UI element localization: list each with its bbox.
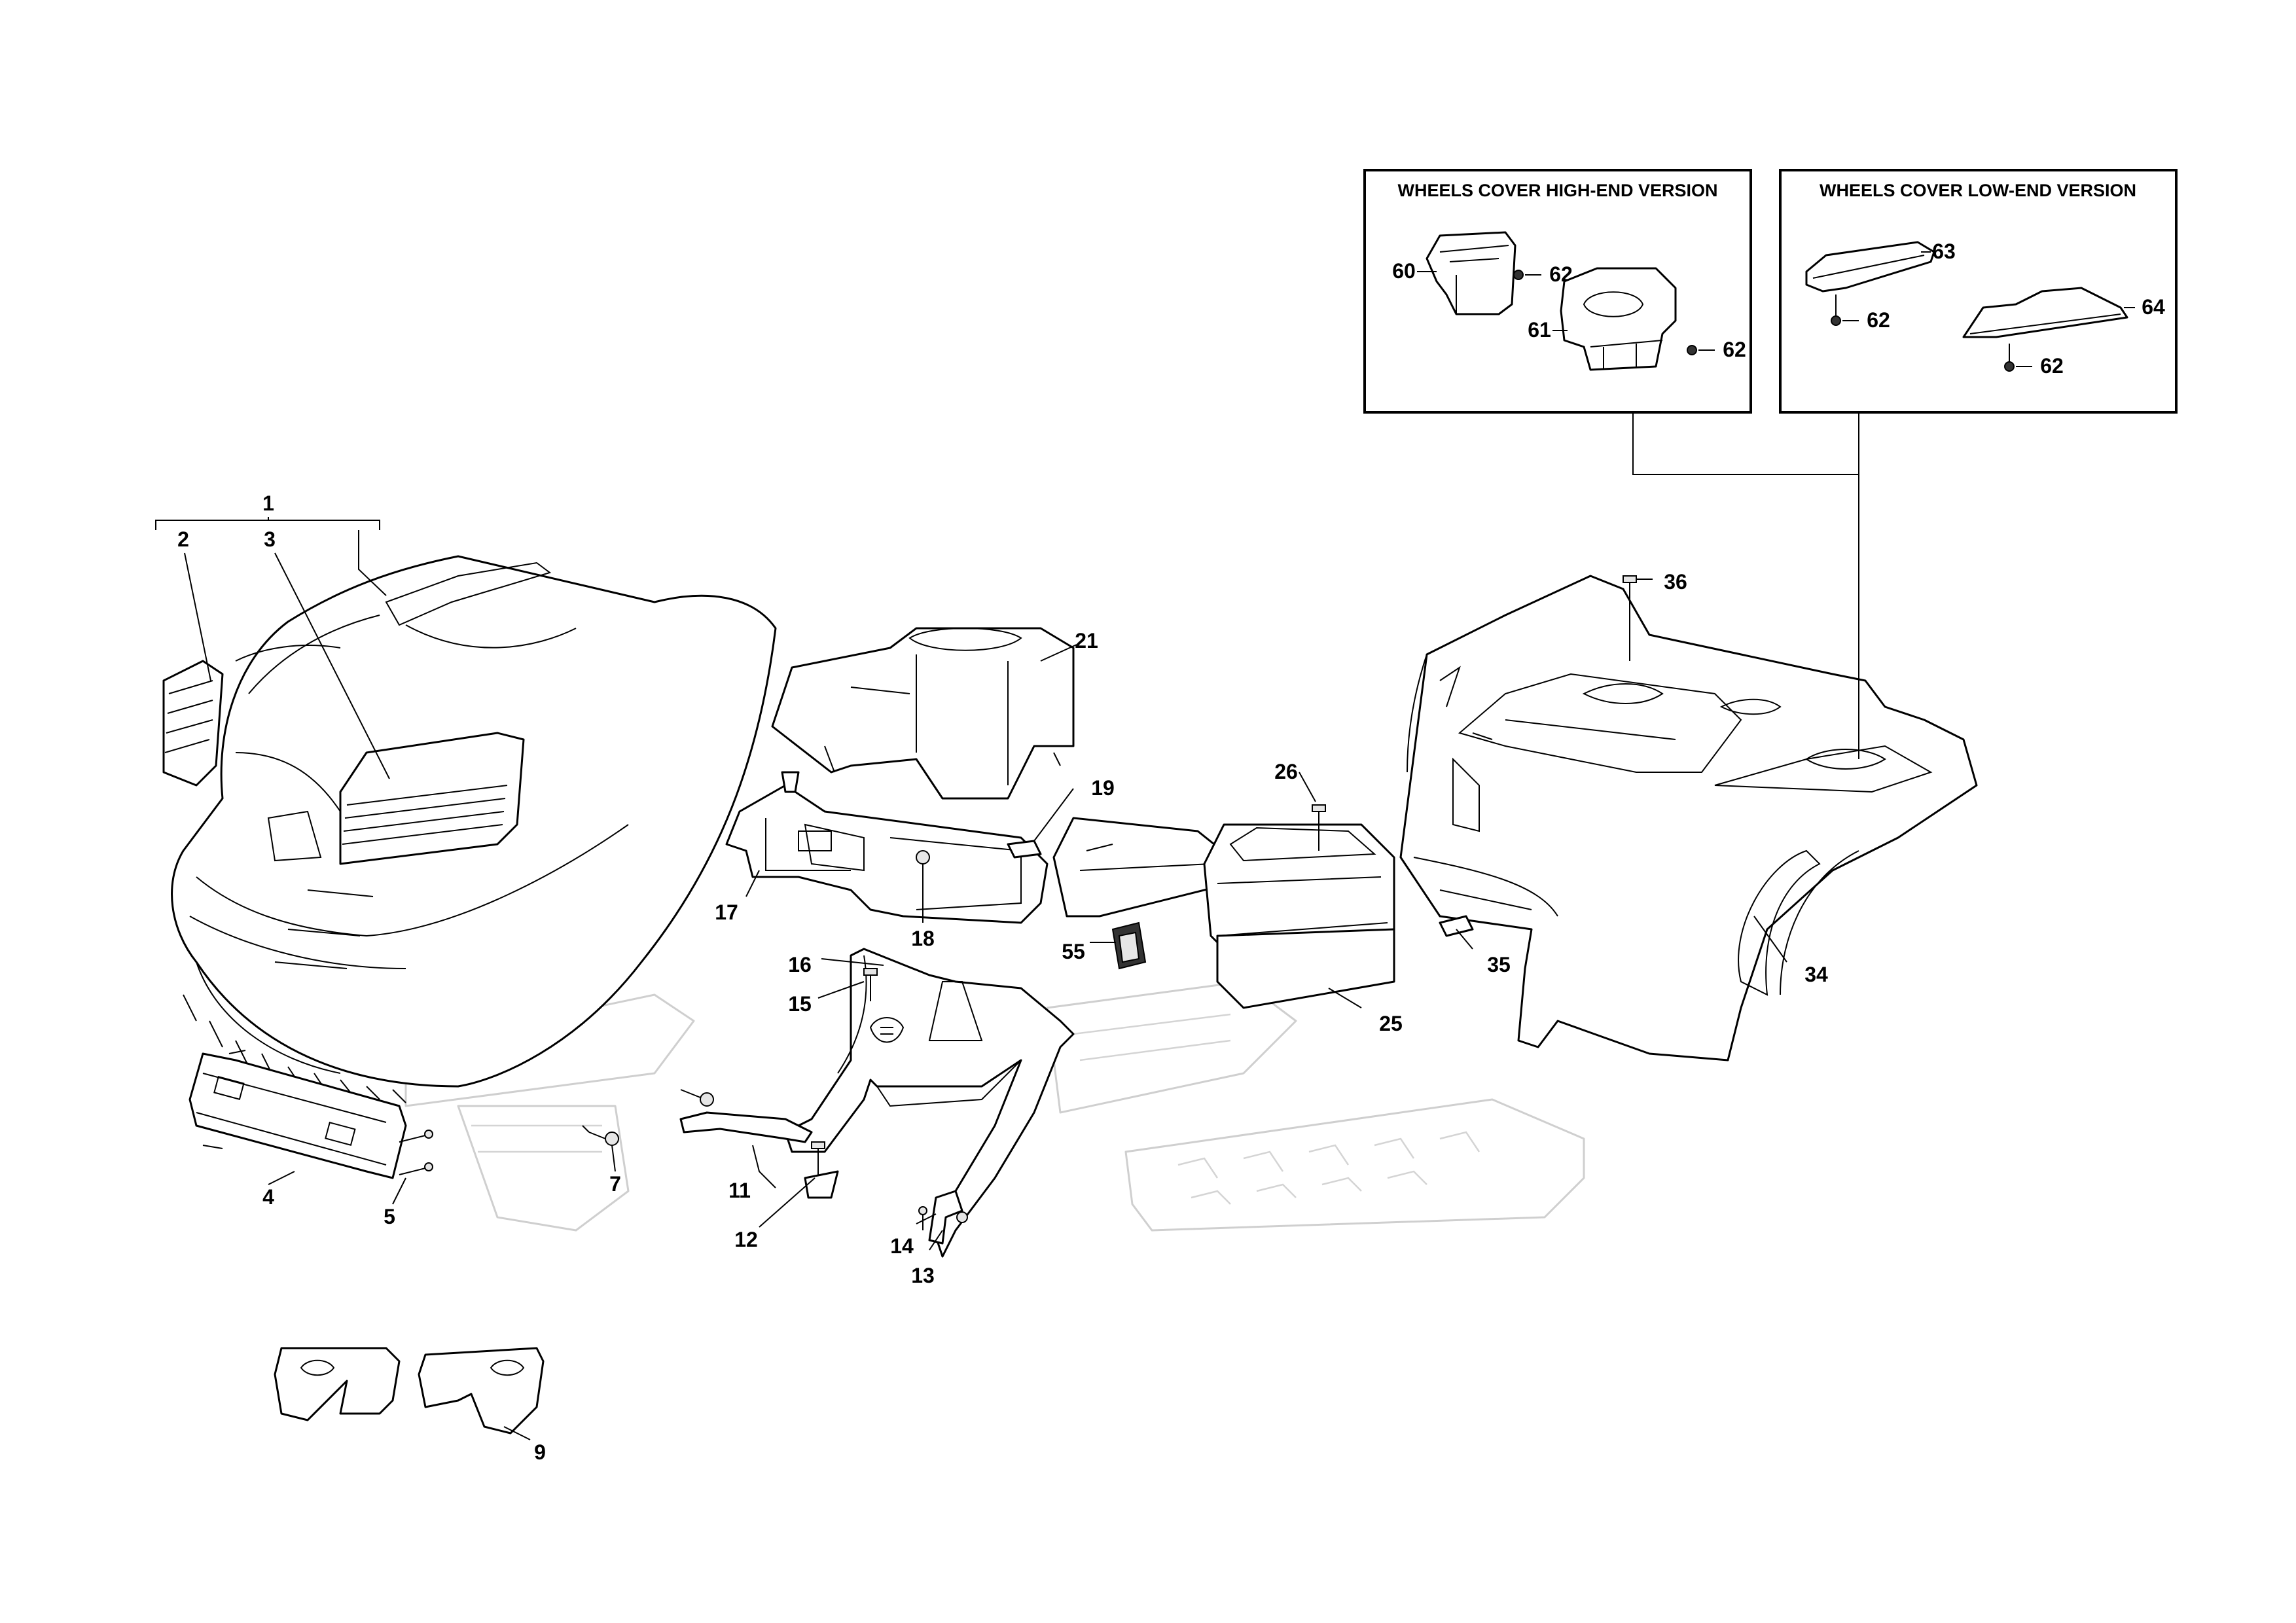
inset-low-end: WHEELS COVER LOW-END VERSION 63 62 64 62 xyxy=(1779,169,2178,414)
label-5: 5 xyxy=(384,1205,395,1228)
leader-21 xyxy=(1040,644,1077,662)
label-14: 14 xyxy=(890,1234,914,1258)
leader-1 xyxy=(358,530,387,596)
label-26: 26 xyxy=(1274,760,1298,783)
label-16: 16 xyxy=(788,953,812,976)
hood xyxy=(162,555,777,1103)
label-18: 18 xyxy=(911,927,935,950)
part-11 xyxy=(679,1111,813,1143)
part-19 xyxy=(1007,840,1042,859)
label-62-d: 62 xyxy=(2040,354,2064,378)
label-2: 2 xyxy=(177,527,189,551)
leader-35 xyxy=(1456,929,1473,950)
part-14 xyxy=(918,1206,927,1230)
label-34: 34 xyxy=(1804,963,1828,986)
part-9 xyxy=(274,1347,545,1435)
label-17: 17 xyxy=(715,901,738,924)
leader-26 xyxy=(1299,772,1316,802)
leader-11 xyxy=(752,1145,776,1188)
label-15: 15 xyxy=(788,992,812,1016)
leader-14 xyxy=(916,1213,937,1224)
label-21: 21 xyxy=(1075,629,1098,652)
part-16 xyxy=(784,948,1075,1258)
leader-15 xyxy=(817,981,865,999)
label-61: 61 xyxy=(1528,318,1551,342)
part-5 xyxy=(399,1130,433,1175)
part-18 xyxy=(916,850,930,887)
leader-16 xyxy=(821,958,884,966)
leader-7 xyxy=(611,1145,616,1172)
label-12: 12 xyxy=(734,1228,758,1251)
inset-high-end: WHEELS COVER HIGH-END VERSION 60 62 61 6… xyxy=(1363,169,1752,414)
leader-13 xyxy=(929,1230,943,1251)
label-63: 63 xyxy=(1932,240,1956,263)
inset-high-end-title: WHEELS COVER HIGH-END VERSION xyxy=(1397,181,1717,200)
leader-5 xyxy=(392,1177,406,1205)
callout-labels: 1 2 3 4 5 7 9 11 12 13 14 15 16 17 18 19… xyxy=(177,491,1828,1464)
leader-25 xyxy=(1328,988,1362,1008)
part-21 xyxy=(771,627,1075,800)
leader-34 xyxy=(1753,916,1787,963)
bracket-1 xyxy=(155,517,380,530)
label-55: 55 xyxy=(1062,940,1085,963)
part-55 xyxy=(1111,921,1147,970)
label-11: 11 xyxy=(728,1179,751,1202)
part-17 xyxy=(725,771,1049,924)
part-4 xyxy=(188,1050,407,1179)
label-7: 7 xyxy=(609,1172,621,1196)
label-4: 4 xyxy=(262,1185,274,1209)
label-1: 1 xyxy=(262,491,274,515)
leader-17 xyxy=(745,870,760,897)
label-35: 35 xyxy=(1487,953,1511,976)
label-3: 3 xyxy=(264,527,276,551)
label-62-c: 62 xyxy=(1867,308,1890,332)
inset-connector xyxy=(1632,412,1859,759)
part-25 xyxy=(1052,817,1395,1009)
part-15 xyxy=(863,968,878,1001)
part-26 xyxy=(1312,804,1326,851)
leader-2 xyxy=(184,552,211,681)
label-60: 60 xyxy=(1392,259,1416,283)
leader-19 xyxy=(1033,788,1074,842)
leader-3 xyxy=(274,552,390,779)
part-12 xyxy=(804,1141,839,1199)
leader-4 xyxy=(268,1171,295,1185)
label-19: 19 xyxy=(1091,776,1115,800)
label-36: 36 xyxy=(1664,570,1687,594)
label-13: 13 xyxy=(911,1264,935,1287)
part-34 xyxy=(1399,575,1978,1061)
inset-low-end-title: WHEELS COVER LOW-END VERSION xyxy=(1820,181,2136,200)
part-7 xyxy=(582,1089,714,1146)
part-35 xyxy=(1439,915,1474,937)
leader-12 xyxy=(759,1177,816,1228)
leader-9 xyxy=(503,1426,531,1440)
part-36 xyxy=(1623,575,1637,661)
label-64: 64 xyxy=(2142,295,2165,319)
part-13 xyxy=(928,1190,968,1245)
label-62-b: 62 xyxy=(1723,338,1746,361)
label-25: 25 xyxy=(1379,1012,1403,1035)
label-9: 9 xyxy=(534,1440,546,1464)
